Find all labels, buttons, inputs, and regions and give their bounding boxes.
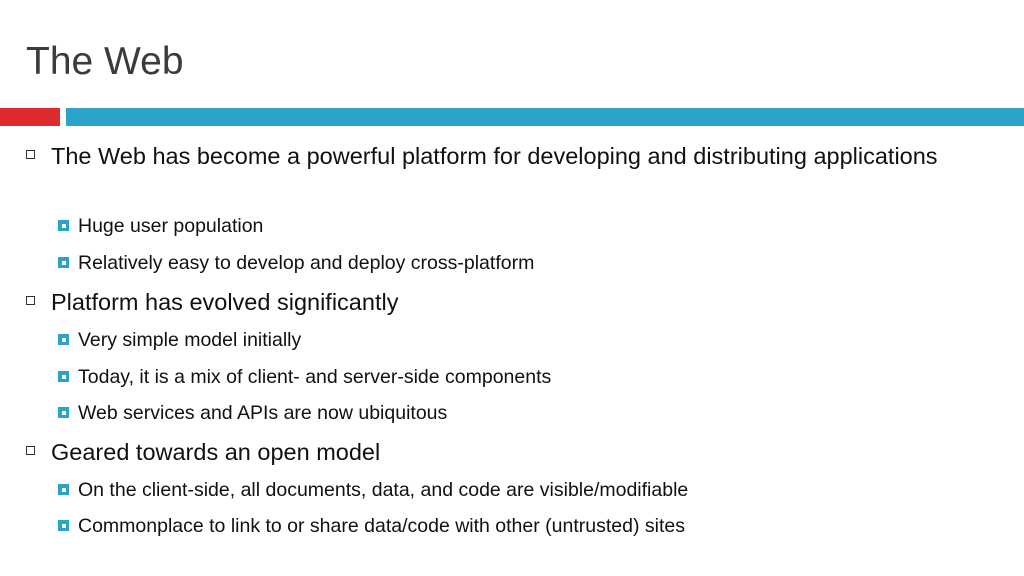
filled-square-bullet-icon (58, 371, 69, 382)
sub-bullet-client-side-visible: On the client-side, all documents, data,… (58, 478, 998, 502)
sub-bullet-text: On the client-side, all documents, data,… (78, 479, 689, 501)
hollow-square-bullet-icon (26, 296, 35, 305)
filled-square-bullet-icon (58, 220, 69, 231)
sub-bullet-text: Relatively easy to develop and deploy cr… (78, 252, 535, 274)
filled-square-bullet-icon (58, 407, 69, 418)
sub-bullet-user-population: Huge user population (58, 214, 998, 238)
bullet-text: Platform has evolved significantly (51, 289, 399, 315)
filled-square-bullet-icon (58, 334, 69, 345)
hollow-square-bullet-icon (26, 446, 35, 455)
hollow-square-bullet-icon (26, 150, 35, 159)
title-accent-bar-teal (66, 108, 1024, 126)
sub-bullet-cross-platform: Relatively easy to develop and deploy cr… (58, 251, 998, 275)
sub-bullet-text: Huge user population (78, 215, 264, 237)
bullet-open-model: Geared towards an open model (26, 436, 986, 468)
bullet-web-platform: The Web has become a powerful platform f… (26, 140, 986, 172)
slide-title: The Web (26, 40, 184, 83)
bullet-text: The Web has become a powerful platform f… (51, 143, 938, 169)
sub-bullet-share-untrusted: Commonplace to link to or share data/cod… (58, 514, 998, 538)
bullet-platform-evolved: Platform has evolved significantly (26, 286, 986, 318)
sub-bullet-simple-model: Very simple model initially (58, 328, 998, 352)
filled-square-bullet-icon (58, 484, 69, 495)
sub-bullet-web-services: Web services and APIs are now ubiquitous (58, 401, 998, 425)
bullet-text: Geared towards an open model (51, 439, 381, 465)
sub-bullet-text: Today, it is a mix of client- and server… (78, 366, 552, 388)
sub-bullet-client-server-mix: Today, it is a mix of client- and server… (58, 365, 998, 389)
sub-bullet-text: Web services and APIs are now ubiquitous (78, 402, 448, 424)
sub-bullet-text: Very simple model initially (78, 329, 302, 351)
sub-bullet-text: Commonplace to link to or share data/cod… (78, 515, 685, 537)
title-accent-bar-red (0, 108, 60, 126)
filled-square-bullet-icon (58, 257, 69, 268)
filled-square-bullet-icon (58, 520, 69, 531)
